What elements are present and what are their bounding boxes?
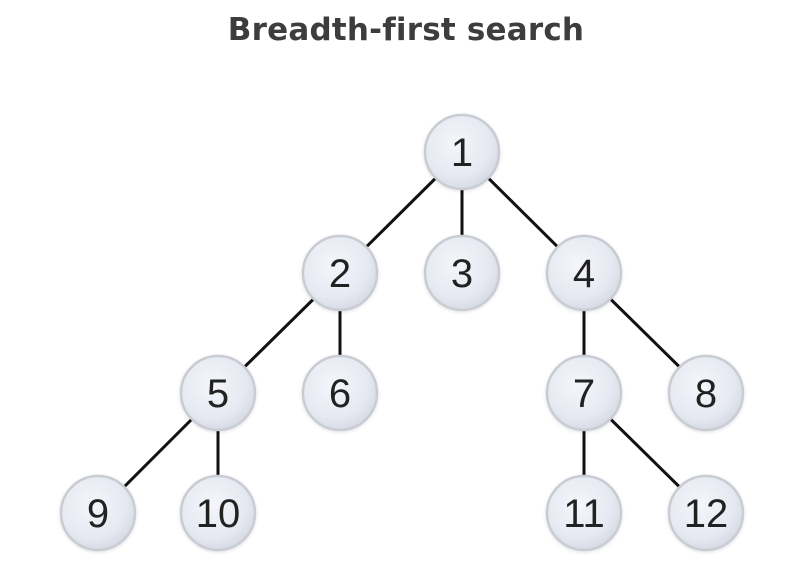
node-1: 1 (423, 113, 501, 191)
node-circle (423, 234, 501, 312)
node-2: 2 (301, 234, 379, 312)
node-12: 12 (667, 474, 745, 552)
node-9: 9 (59, 474, 137, 552)
node-circle (301, 234, 379, 312)
node-5: 5 (179, 354, 257, 432)
node-6: 6 (301, 354, 379, 432)
edges-layer (96, 150, 708, 515)
node-circle (667, 474, 745, 552)
node-label: 6 (329, 372, 351, 416)
node-label: 7 (573, 372, 595, 416)
node-circle (59, 474, 137, 552)
node-circle (545, 474, 623, 552)
node-circle (179, 354, 257, 432)
node-label: 4 (573, 252, 595, 296)
node-7: 7 (545, 354, 623, 432)
node-label: 11 (563, 492, 605, 536)
node-circle (301, 354, 379, 432)
node-circle (179, 474, 257, 552)
node-11: 11 (545, 474, 623, 552)
node-label: 9 (87, 492, 109, 536)
node-circle (545, 234, 623, 312)
node-label: 3 (451, 252, 473, 296)
node-8: 8 (667, 354, 745, 432)
diagram-title: Breadth-first search (227, 12, 585, 48)
node-circle (545, 354, 623, 432)
node-circle (423, 113, 501, 191)
node-label: 2 (329, 252, 351, 296)
node-label: 12 (684, 492, 729, 536)
node-10: 10 (179, 474, 257, 552)
node-3: 3 (423, 234, 501, 312)
node-circle (667, 354, 745, 432)
node-label: 5 (207, 372, 229, 416)
node-label: 1 (451, 131, 473, 175)
node-label: 8 (695, 372, 717, 416)
node-4: 4 (545, 234, 623, 312)
node-label: 10 (196, 492, 241, 536)
